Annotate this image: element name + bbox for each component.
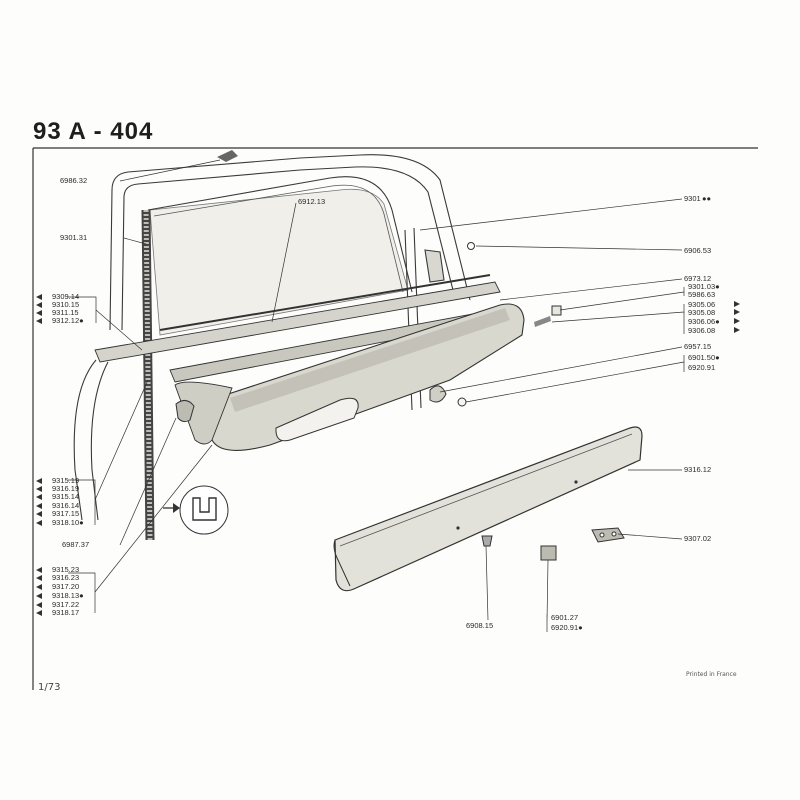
- screw-6908-15: [481, 535, 493, 547]
- door-frame-inner: [121, 166, 456, 331]
- label-9312-12: 9312.12●: [52, 316, 84, 325]
- armrest-front-cap: [174, 381, 233, 445]
- belt-moulding-strip: [94, 281, 501, 363]
- page-number: 1/73: [38, 682, 61, 693]
- left-group-arrows: [36, 294, 48, 616]
- label-6908-15: 6908.15: [466, 621, 493, 630]
- label-9316-19: 9316.19: [52, 484, 79, 493]
- label-6957-15: 6957.15: [684, 342, 711, 351]
- body-pillar: [73, 359, 109, 521]
- label-9315-14: 9315.14: [52, 492, 79, 501]
- label-9317-22: 9317.22: [52, 600, 79, 609]
- label-9301: 9301: [684, 194, 701, 203]
- label-9311-15: 9311.15: [52, 308, 79, 317]
- lower-trim-panel: [334, 426, 643, 592]
- label-9316-23: 9316.23: [52, 573, 79, 582]
- label-9318-13: 9318.13●: [52, 591, 84, 600]
- label-9318-17: 9318.17: [52, 608, 79, 617]
- label-9306-08: 9306.08: [688, 326, 715, 335]
- window-run-channel-inner: [153, 184, 404, 293]
- label-6986-32: 6986.32: [60, 176, 87, 185]
- bracket-9307-02-hole-b: [611, 531, 617, 537]
- label-9306-06: 9306.06●: [688, 317, 720, 326]
- label-6920-91-b: 6920.91●: [551, 623, 583, 632]
- clip-inset-shape: [192, 497, 217, 521]
- label-9317-20: 9317.20: [52, 582, 79, 591]
- label-9316-12: 9316.12: [684, 465, 711, 474]
- screw-6901-50: [457, 397, 467, 407]
- label-6973-12: 6973.12: [684, 274, 711, 283]
- armrest-recess: [275, 397, 359, 442]
- page-frame: [32, 147, 758, 690]
- trim-hole-b: [456, 526, 460, 530]
- clip-9301-03: [551, 305, 562, 316]
- label-9309-14: 9309.14: [52, 292, 79, 301]
- label-9310-15: 9310.15: [52, 300, 79, 309]
- label-9316-14: 9316.14: [52, 501, 79, 510]
- label-9315-23: 9315.23: [52, 565, 79, 574]
- label-9301-marks: ●●: [702, 194, 711, 203]
- trim-hole-a: [574, 480, 578, 484]
- label-6901-50: 6901.50●: [688, 353, 720, 362]
- bracket-9307-02: [591, 527, 625, 543]
- clip-6906-53: [467, 242, 475, 250]
- label-9307-02: 9307.02: [684, 534, 711, 543]
- detail-inset-circle: [179, 485, 229, 535]
- label-9315-19: 9315.19: [52, 476, 79, 485]
- belt-moulding-upper: [159, 274, 491, 331]
- label-6906-53: 6906.53: [684, 246, 711, 255]
- label-6912-13: 6912.13: [298, 197, 325, 206]
- top-clip: [217, 150, 238, 162]
- screw-9305-06: [534, 316, 551, 327]
- bracket-9307-02-hole-a: [599, 532, 605, 538]
- right-group-arrows: [734, 301, 740, 333]
- label-9317-15: 9317.15: [52, 509, 79, 518]
- label-6987-37: 6987.37: [62, 540, 89, 549]
- page-title: 93 A - 404: [33, 118, 154, 145]
- printed-note: Printed in France: [686, 671, 737, 678]
- label-9305-08: 9305.08: [688, 308, 715, 317]
- clip-6901-27: [540, 545, 557, 561]
- label-5986-63: 5986.63: [688, 290, 715, 299]
- label-6920-91-a: 6920.91: [688, 363, 715, 372]
- label-9318-10: 9318.10●: [52, 518, 84, 527]
- label-9301-03: 9301.03●: [688, 282, 720, 291]
- label-9305-06: 9305.06: [688, 300, 715, 309]
- label-6901-27: 6901.27: [551, 613, 578, 622]
- grommet-left: [175, 400, 195, 423]
- door-frame-outer: [109, 154, 471, 331]
- lower-trim-top-edge: [339, 433, 633, 547]
- regulator-bracket: [424, 249, 445, 283]
- leader-lines: [68, 159, 685, 632]
- lower-trim-end: [333, 539, 351, 587]
- door-weatherstrip-hatch: [143, 209, 153, 541]
- handle-6957-15: [429, 385, 447, 403]
- inset-arrow-head: [173, 503, 180, 513]
- armrest-shade: [230, 308, 510, 412]
- window-run-channel: [147, 176, 413, 293]
- label-9301-31: 9301.31: [60, 233, 87, 242]
